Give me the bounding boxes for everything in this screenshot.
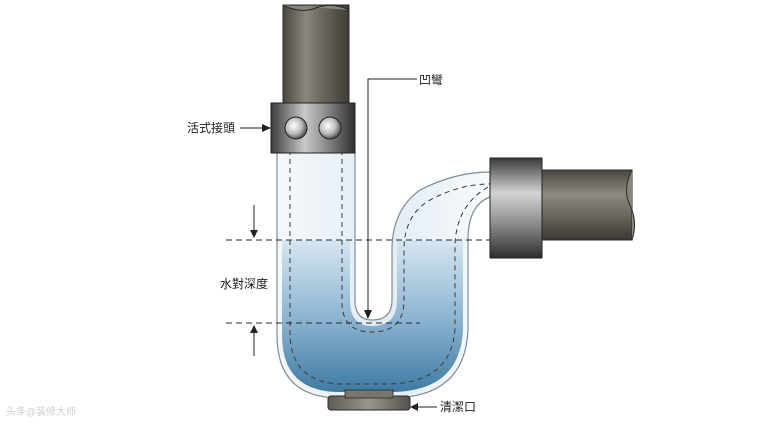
outlet-pipe-cut (626, 169, 636, 241)
leader-union-arrowhead (262, 124, 271, 132)
label-trap-bend: 凹彎 (419, 73, 444, 87)
outlet-pipe (539, 169, 633, 241)
inner-wall-left (289, 150, 491, 385)
bolt-left (284, 116, 308, 140)
inlet-pipe (282, 4, 350, 106)
depth-arrowhead-bottom (250, 325, 258, 333)
cleanout-neck (344, 389, 394, 399)
union-joint-collar (270, 102, 356, 154)
leader-trap-bend (367, 78, 417, 312)
depth-arrowhead-top (250, 230, 258, 238)
leader-trap-arrowhead (364, 310, 372, 319)
label-union-joint: 活式接頭 (187, 121, 236, 135)
bolt-right (318, 116, 342, 140)
inner-wall-right (341, 150, 491, 333)
label-cleanout: 清潔口 (440, 400, 477, 414)
label-seal-depth: 水對深度 (220, 277, 269, 291)
watermark: 头条@装修大师 (6, 407, 76, 418)
outlet-collar (489, 157, 543, 259)
inlet-pipe-cut (282, 4, 350, 11)
leader-cleanout-arrowhead (410, 403, 418, 411)
water-seal (282, 240, 463, 392)
